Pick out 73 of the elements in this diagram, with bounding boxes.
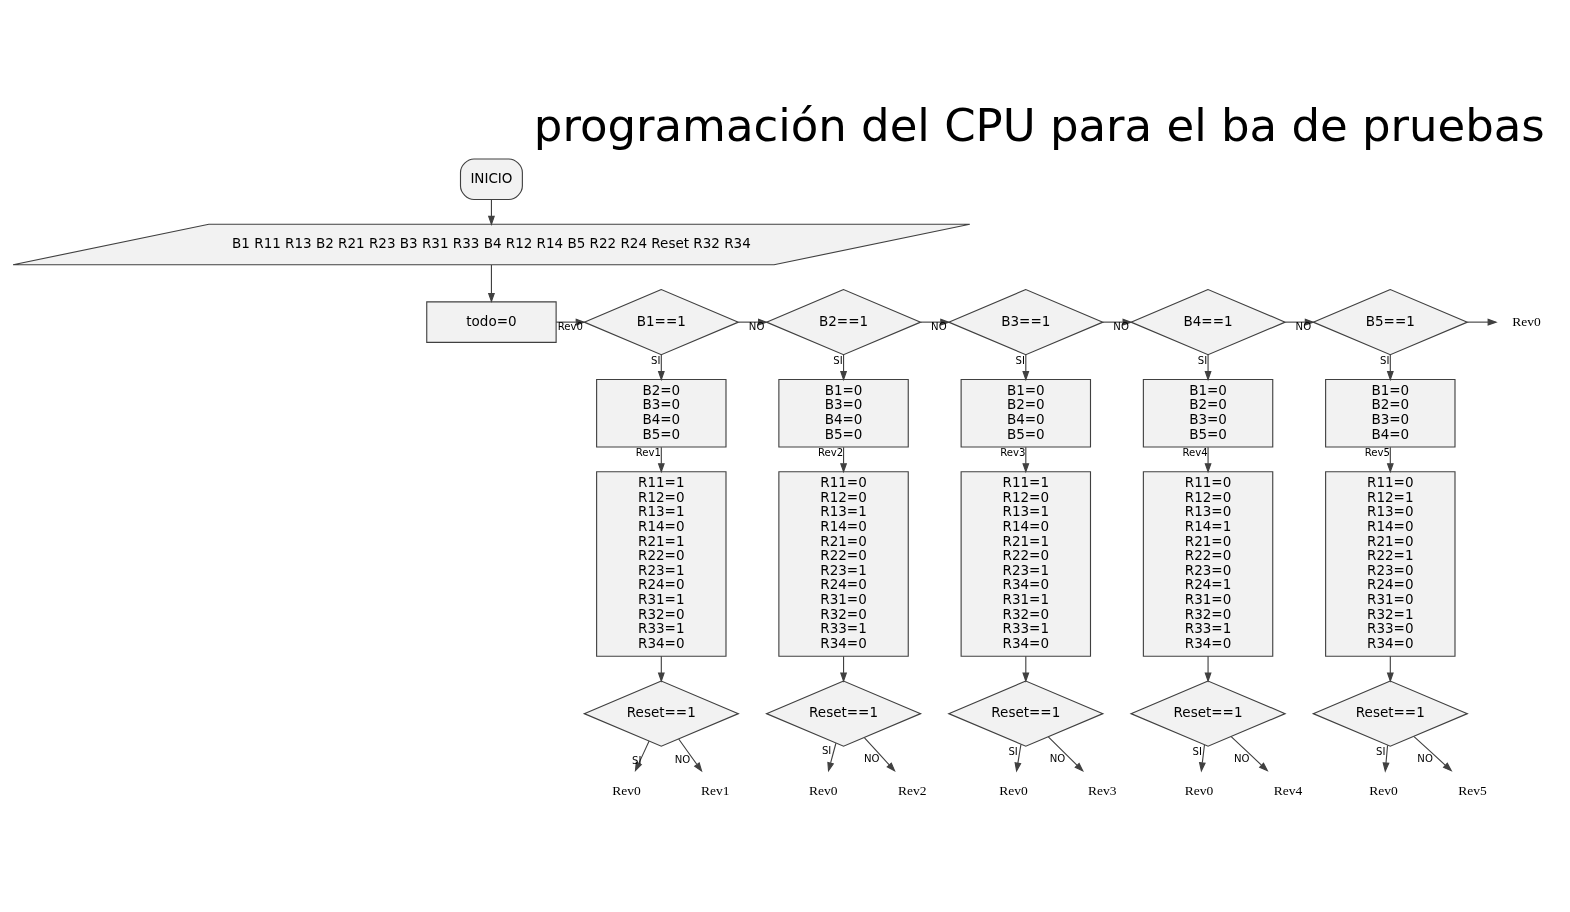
node-text: Rev0 xyxy=(999,782,1028,798)
edge-label: Rev2 xyxy=(818,447,844,459)
edge-label: NO xyxy=(748,321,765,333)
edge-label: SI xyxy=(1192,745,1203,757)
node-diamond: Reset==1 xyxy=(1129,680,1287,747)
node-text: Rev0 xyxy=(1369,782,1398,798)
edge-label: Rev3 xyxy=(1000,447,1026,459)
node-text: Rev0 xyxy=(1184,782,1214,798)
node-text: Rev4 xyxy=(1273,782,1303,798)
node-text: Rev2 xyxy=(897,782,927,798)
node-box: R11=1 R12=0 R13=1 R14=0 R21=1 R22=0 R23=1 R34=0 R31=1 R32=0 R33=1 R34=0 xyxy=(960,471,1092,657)
arrow xyxy=(1204,354,1212,382)
arrow xyxy=(827,742,837,773)
node-box: todo=0 xyxy=(426,301,557,343)
edge-label: SI xyxy=(1015,354,1025,366)
arrow xyxy=(1230,736,1269,772)
node-text: Rev1 xyxy=(701,782,730,798)
node-text: Rev0 xyxy=(809,782,838,798)
edge-label: NO xyxy=(863,753,880,765)
node-diamond: Reset==1 xyxy=(765,680,923,747)
node-box: B1=0 B2=0 B3=0 B5=0 xyxy=(1142,378,1274,448)
edge-label: SI xyxy=(650,354,661,366)
node-diamond: B3==1 xyxy=(947,288,1105,356)
edge-label: NO xyxy=(931,321,947,333)
edge-label: SI xyxy=(1008,745,1018,757)
node-diamond: Reset==1 xyxy=(947,680,1105,747)
arrow xyxy=(1204,655,1212,683)
edge-label: NO xyxy=(1295,321,1312,333)
arrow xyxy=(1413,736,1453,772)
node-diamond: B4==1 xyxy=(1129,288,1287,356)
arrow xyxy=(1198,744,1206,773)
node-box: B1=0 B2=0 B3=0 B4=0 xyxy=(1325,378,1456,448)
node-text: Rev0 xyxy=(1512,313,1541,329)
edge-label: NO xyxy=(1417,753,1433,765)
edge-label: NO xyxy=(1113,321,1129,333)
node-diamond: B1==1 xyxy=(582,288,740,356)
node-text: Rev5 xyxy=(1458,782,1487,798)
arrow xyxy=(1466,318,1498,326)
edge-label: Rev5 xyxy=(1364,447,1390,459)
node-diamond: B2==1 xyxy=(765,288,923,356)
arrow xyxy=(1047,736,1084,773)
edge-label: SI xyxy=(1376,745,1386,757)
edge-label: SI xyxy=(632,754,642,766)
edge-label: SI xyxy=(821,744,832,756)
edge-label: Rev0 xyxy=(557,321,583,333)
node-diamond: B5==1 xyxy=(1311,288,1469,356)
node-box: R11=0 R12=0 R13=1 R14=0 R21=0 R22=0 R23=1 R24=0 R31=0 R32=0 R33=1 R34=0 xyxy=(778,471,909,657)
edge-label: Rev4 xyxy=(1182,447,1208,459)
arrow xyxy=(1204,446,1212,474)
arrow xyxy=(487,264,495,304)
node-diamond: Reset==1 xyxy=(1311,680,1469,747)
node-box: R11=0 R12=0 R13=0 R14=1 R21=0 R22=0 R23=0 R24=1 R31=0 R32=0 R33=1 R34=0 xyxy=(1142,471,1274,657)
arrow xyxy=(1014,743,1022,773)
node-box: B2=0 B3=0 B4=0 B5=0 xyxy=(596,378,727,448)
node-text: Rev3 xyxy=(1088,782,1117,798)
edge-label: NO xyxy=(674,754,691,766)
arrow xyxy=(678,738,703,773)
node-text: Rev0 xyxy=(612,782,641,798)
node-box: B1=0 B3=0 B4=0 B5=0 xyxy=(778,378,909,448)
edge-label: SI xyxy=(833,354,843,366)
edge-label: SI xyxy=(1197,354,1208,366)
node-box: B1=0 B2=0 B4=0 B5=0 xyxy=(960,378,1092,448)
edge-label: NO xyxy=(1049,752,1066,764)
edge-label: Rev1 xyxy=(635,447,661,459)
diagram-title: programación del CPU para el ba de pruebas xyxy=(533,99,1545,152)
node-box: INICIO xyxy=(459,158,523,201)
edge-label: SI xyxy=(1379,354,1390,366)
edge-label: NO xyxy=(1233,753,1250,765)
arrow xyxy=(863,737,896,773)
node-box: R11=1 R12=0 R13=1 R14=0 R21=1 R22=0 R23=1 R24=0 R31=1 R32=0 R33=1 R34=0 xyxy=(596,471,727,657)
arrow xyxy=(1382,744,1390,773)
node-box: R11=0 R12=1 R13=0 R14=0 R21=0 R22=1 R23=0 R24=0 R31=0 R32=1 R33=0 R34=0 xyxy=(1325,471,1456,657)
node-diamond: Reset==1 xyxy=(582,680,740,747)
